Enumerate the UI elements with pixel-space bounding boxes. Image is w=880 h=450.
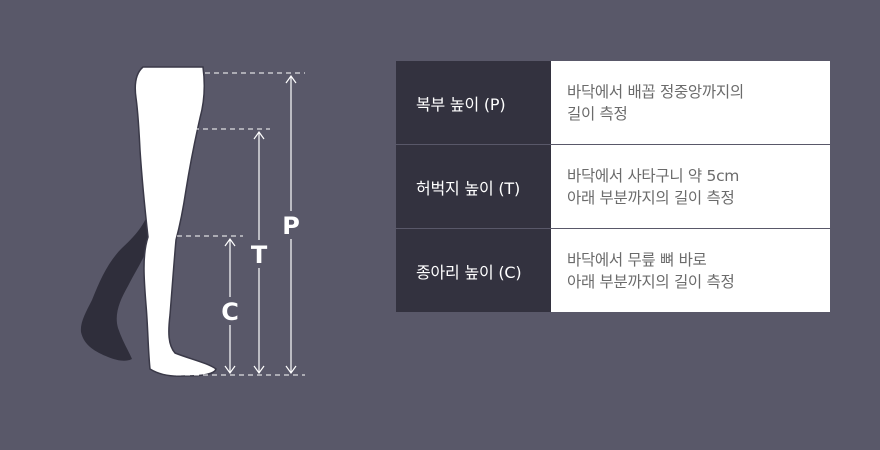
description-line-1: 바닥에서 사타구니 약 5cm <box>567 166 740 185</box>
leg-illustration: P T C <box>80 66 305 377</box>
description-line-1: 바닥에서 배꼽 정중앙까지의 <box>567 82 744 101</box>
t-arrow-head-bottom <box>253 365 265 375</box>
t-label: T <box>251 241 268 269</box>
row-description-thigh: 바닥에서 사타구니 약 5cm 아래 부분까지의 길이 측정 <box>551 145 830 228</box>
description-line-2: 아래 부분까지의 길이 측정 <box>567 272 735 291</box>
c-arrow-head-bottom <box>224 365 236 375</box>
row-header-calf: 종아리 높이 (C) <box>396 229 551 312</box>
description-line-2: 길이 측정 <box>567 104 628 123</box>
description-line-1: 바닥에서 무릎 뼈 바로 <box>567 250 707 269</box>
table-row-calf: 종아리 높이 (C) 바닥에서 무릎 뼈 바로 아래 부분까지의 길이 측정 <box>396 228 830 312</box>
c-label: C <box>221 298 239 326</box>
t-arrow-head-top <box>253 130 265 140</box>
back-leg-silhouette <box>80 200 152 361</box>
row-description-abdomen: 바닥에서 배꼽 정중앙까지의 길이 측정 <box>551 61 830 144</box>
row-description-calf: 바닥에서 무릎 뼈 바로 아래 부분까지의 길이 측정 <box>551 229 830 312</box>
table-row-thigh: 허벅지 높이 (T) 바닥에서 사타구니 약 5cm 아래 부분까지의 길이 측… <box>396 144 830 228</box>
row-header-abdomen: 복부 높이 (P) <box>396 61 551 144</box>
c-arrow-head-top <box>224 237 236 247</box>
p-arrow-head-top <box>285 74 297 84</box>
table-row-abdomen: 복부 높이 (P) 바닥에서 배꼽 정중앙까지의 길이 측정 <box>396 61 830 144</box>
description-line-2: 아래 부분까지의 길이 측정 <box>567 188 735 207</box>
front-leg-silhouette <box>134 66 217 377</box>
leg-measurement-figure: P T C <box>0 0 340 450</box>
p-label: P <box>282 212 300 240</box>
measurement-table: 복부 높이 (P) 바닥에서 배꼽 정중앙까지의 길이 측정 허벅지 높이 (T… <box>396 61 830 312</box>
p-arrow-head-bottom <box>285 365 297 375</box>
row-header-thigh: 허벅지 높이 (T) <box>396 145 551 228</box>
